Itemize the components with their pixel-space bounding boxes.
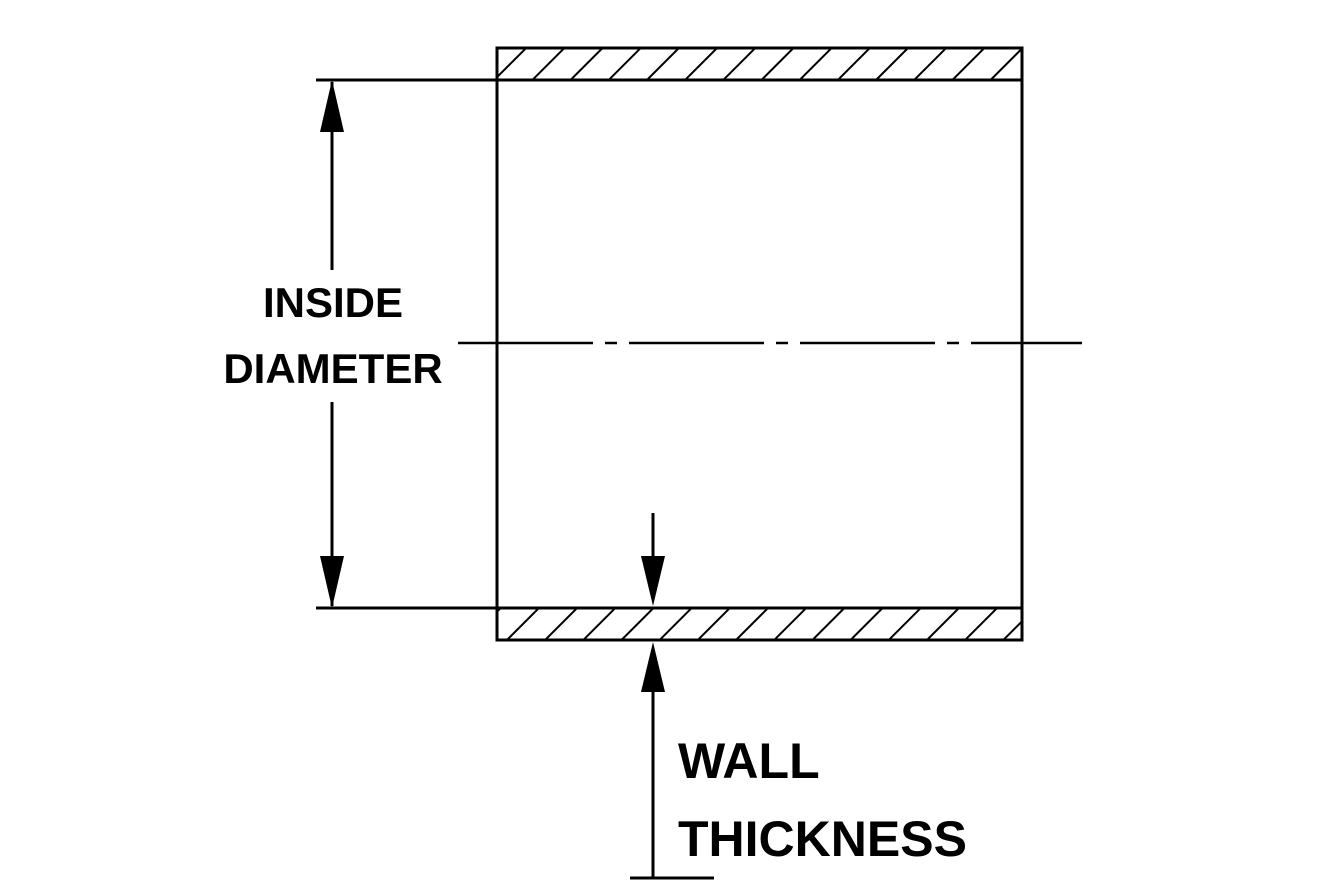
wall-thickness-label-line2: THICKNESS xyxy=(678,811,967,867)
inside-diameter-label-line1: INSIDE xyxy=(262,279,404,326)
arrowhead-down-icon xyxy=(641,556,665,606)
tube-cross-section xyxy=(495,46,1024,642)
arrowhead-up-icon xyxy=(320,80,344,132)
inside-diameter-label-line2: DIAMETER xyxy=(223,345,443,392)
wall-thickness-label: WALL THICKNESS xyxy=(678,722,967,878)
wall-thickness-leader xyxy=(630,513,714,880)
arrowhead-up-icon xyxy=(641,642,665,692)
inside-diameter-label: INSIDE DIAMETER xyxy=(213,270,453,402)
tube-top-wall-hatch xyxy=(495,46,1024,82)
tube-bottom-wall-hatch xyxy=(495,606,1024,642)
arrowhead-down-icon xyxy=(320,556,344,608)
wall-thickness-label-line1: WALL xyxy=(678,733,820,789)
